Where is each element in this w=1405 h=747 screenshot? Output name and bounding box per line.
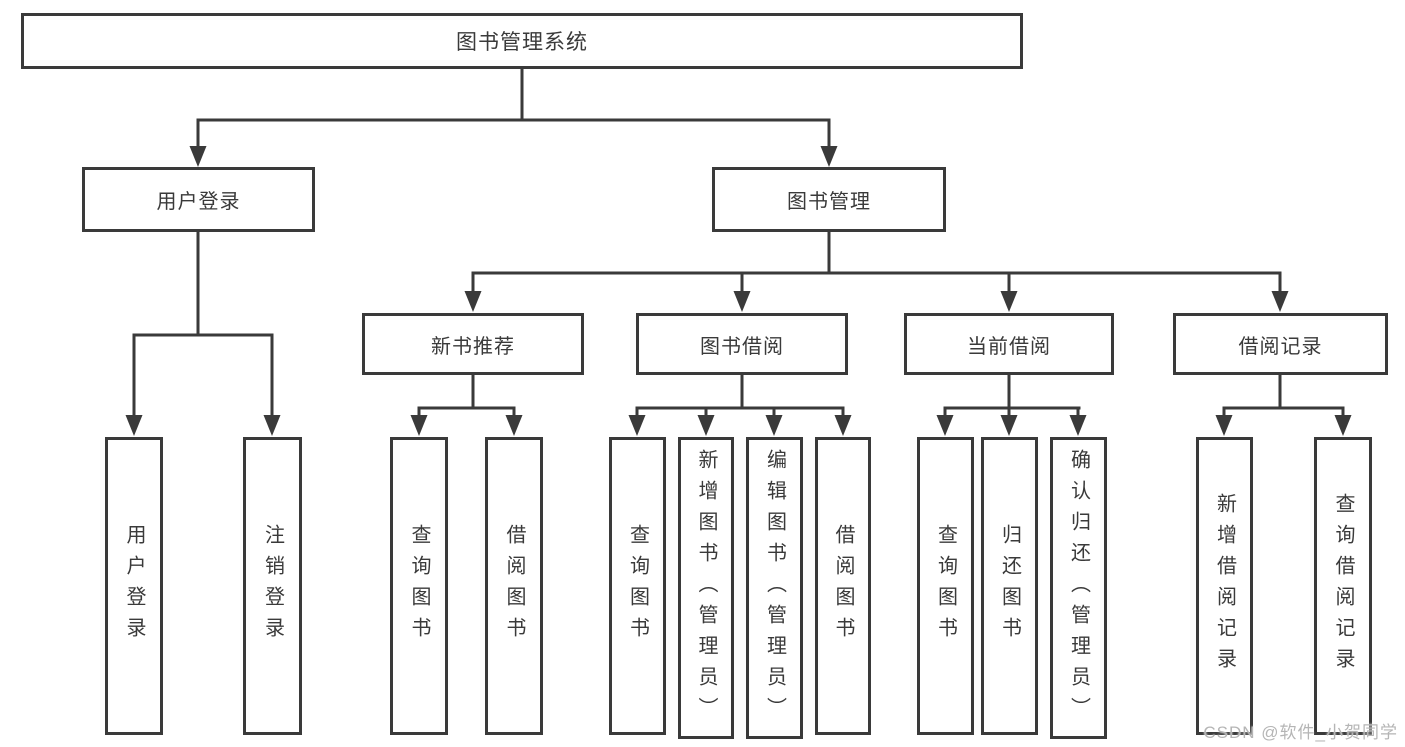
leaf-br-add-record: 新增借阅记录 (1196, 437, 1253, 735)
leaf-label: 用户登录 (123, 524, 145, 648)
leaf-label: 确认归还（管理员） (1067, 448, 1090, 728)
node-borrow-records: 借阅记录 (1173, 313, 1388, 375)
leaf-label: 查询图书 (626, 524, 649, 648)
leaf-label: 新增图书（管理员） (695, 448, 717, 728)
leaf-bb-borrow-books: 借阅图书 (815, 437, 871, 735)
node-new-book-recommend: 新书推荐 (362, 313, 584, 375)
node-label: 图书借阅 (700, 335, 784, 358)
leaf-label: 借阅图书 (503, 524, 525, 648)
node-label: 新书推荐 (431, 335, 515, 358)
leaf-cb-return-books: 归还图书 (981, 437, 1038, 735)
node-user-login: 用户登录 (82, 167, 315, 232)
leaf-rec-query-books: 查询图书 (390, 437, 448, 735)
leaf-label: 查询图书 (934, 524, 957, 648)
leaf-cb-query-books: 查询图书 (917, 437, 974, 735)
node-current-borrow: 当前借阅 (904, 313, 1114, 375)
leaf-user-login: 用户登录 (105, 437, 163, 735)
leaf-cb-confirm-return-admin: 确认归还（管理员） (1050, 437, 1107, 739)
leaf-bb-query-books: 查询图书 (609, 437, 666, 735)
leaf-label: 新增借阅记录 (1213, 493, 1236, 679)
leaf-label: 查询图书 (408, 524, 430, 648)
leaf-bb-add-books-admin: 新增图书（管理员） (678, 437, 734, 739)
node-book-management: 图书管理 (712, 167, 946, 232)
leaf-logout: 注销登录 (243, 437, 302, 735)
leaf-label: 归还图书 (998, 524, 1021, 648)
node-root-label: 图书管理系统 (456, 31, 588, 54)
node-label: 当前借阅 (967, 335, 1051, 358)
leaf-br-query-record: 查询借阅记录 (1314, 437, 1372, 735)
node-label: 图书管理 (787, 191, 871, 213)
watermark: CSDN @软件_小贺同学 (1203, 723, 1398, 742)
leaf-rec-borrow-books: 借阅图书 (485, 437, 543, 735)
node-root: 图书管理系统 (21, 13, 1023, 69)
node-label: 用户登录 (156, 191, 241, 213)
leaf-label: 注销登录 (261, 524, 284, 648)
leaf-label: 借阅图书 (832, 524, 854, 648)
node-label: 借阅记录 (1238, 335, 1323, 358)
leaf-bb-edit-books-admin: 编辑图书（管理员） (746, 437, 803, 739)
node-book-borrow: 图书借阅 (636, 313, 848, 375)
leaf-label: 编辑图书（管理员） (763, 448, 786, 728)
leaf-label: 查询借阅记录 (1332, 493, 1354, 679)
